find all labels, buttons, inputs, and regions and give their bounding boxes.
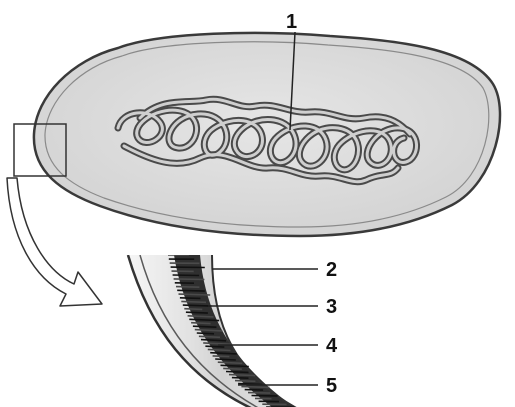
hatch-line <box>213 356 230 357</box>
cell-wall-zoom <box>128 255 300 407</box>
hatch-line <box>173 275 200 276</box>
hatch-line <box>176 287 199 288</box>
cell-outer-wall <box>34 33 500 236</box>
hatch-line <box>252 396 278 397</box>
hatch-line <box>179 294 211 295</box>
hatch-line <box>183 305 212 306</box>
hatch-line <box>248 393 270 394</box>
hatch-line <box>218 362 243 363</box>
hatch-line <box>181 301 206 302</box>
hatch-line <box>197 333 214 334</box>
label-4: 4 <box>326 335 338 357</box>
bacterial-cell <box>34 33 500 236</box>
hatch-line <box>232 378 249 379</box>
hatch-line <box>186 312 208 313</box>
hatch-line <box>191 323 211 324</box>
hatch-line <box>241 387 269 388</box>
hatch-line <box>177 290 205 291</box>
hatch-line <box>188 316 214 317</box>
hatch-line <box>184 309 202 310</box>
hatch-line <box>235 381 255 382</box>
hatch-line <box>199 336 220 337</box>
hatch-line <box>223 368 242 369</box>
hatch-line <box>193 326 217 327</box>
hatch-line <box>245 390 263 391</box>
label-5: 5 <box>326 375 337 397</box>
hatch-line <box>180 298 201 299</box>
hatch-line <box>226 372 249 373</box>
hatch-line <box>205 346 224 347</box>
hatch-line <box>229 375 255 376</box>
hatch-line <box>174 279 205 280</box>
hatch-line <box>208 349 231 350</box>
label-1: 1 <box>286 11 297 33</box>
hatch-line <box>215 359 236 360</box>
label-3: 3 <box>326 296 337 318</box>
label-2: 2 <box>326 259 337 281</box>
